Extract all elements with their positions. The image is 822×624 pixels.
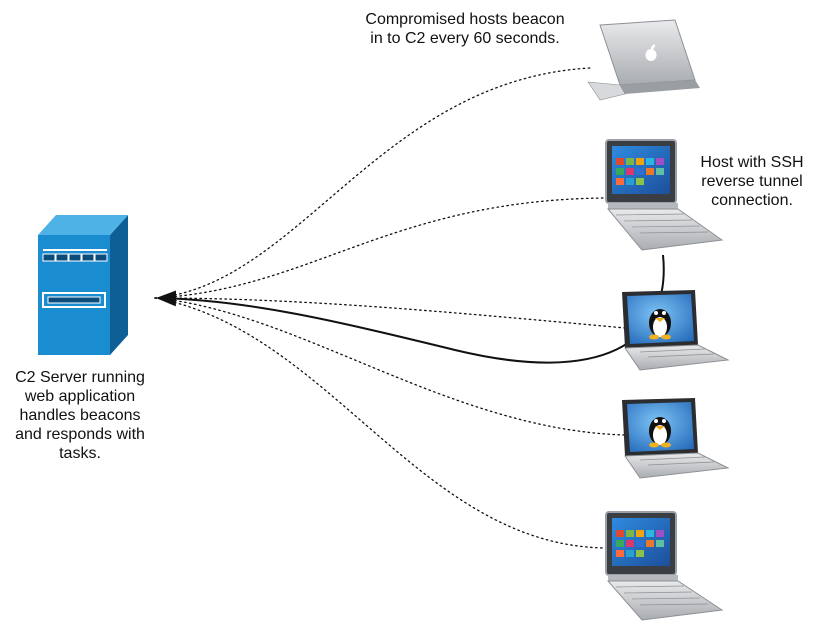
beacon-line-host-4 (154, 297, 626, 436)
caption-line: and responds with (15, 426, 145, 443)
beacon-line-host-1 (154, 67, 591, 299)
caption-line: handles beacons (19, 407, 141, 424)
caption-line: C2 Server running (15, 369, 145, 386)
beacon-line-host-3 (154, 297, 626, 329)
windows-tiles-icon (616, 158, 664, 185)
caption-line: in to C2 every 60 seconds. (370, 30, 560, 47)
caption-line: Compromised hosts beacon (365, 11, 565, 28)
tux-penguin-icon (649, 417, 671, 448)
beacon-line-host-2 (154, 197, 606, 299)
host-1-macbook-laptop (587, 19, 700, 101)
ssh-tunnel-caption: Host with SSH reverse tunnel connection. (682, 153, 822, 210)
caption-line: tasks. (59, 445, 101, 462)
beacon-line-host-5 (154, 297, 606, 549)
caption-line: connection. (711, 192, 793, 209)
host-4-linux-laptop (622, 398, 730, 479)
caption-line: Host with SSH (700, 154, 804, 171)
windows-tiles-icon (616, 530, 664, 557)
c2-server-caption: C2 Server running web application handle… (0, 368, 160, 463)
beacon-connections (154, 67, 626, 549)
host-3-linux-laptop (622, 290, 730, 371)
apple-logo-icon (645, 44, 657, 61)
beacon-interval-caption: Compromised hosts beacon in to C2 every … (335, 10, 595, 48)
tux-penguin-icon (649, 309, 671, 340)
caption-line: web application (24, 388, 136, 405)
server-tower-icon (38, 215, 128, 355)
caption-line: reverse tunnel (701, 173, 803, 190)
host-2-windows-hybrid-laptop (605, 139, 724, 251)
host-5-windows-hybrid-laptop (605, 511, 724, 621)
